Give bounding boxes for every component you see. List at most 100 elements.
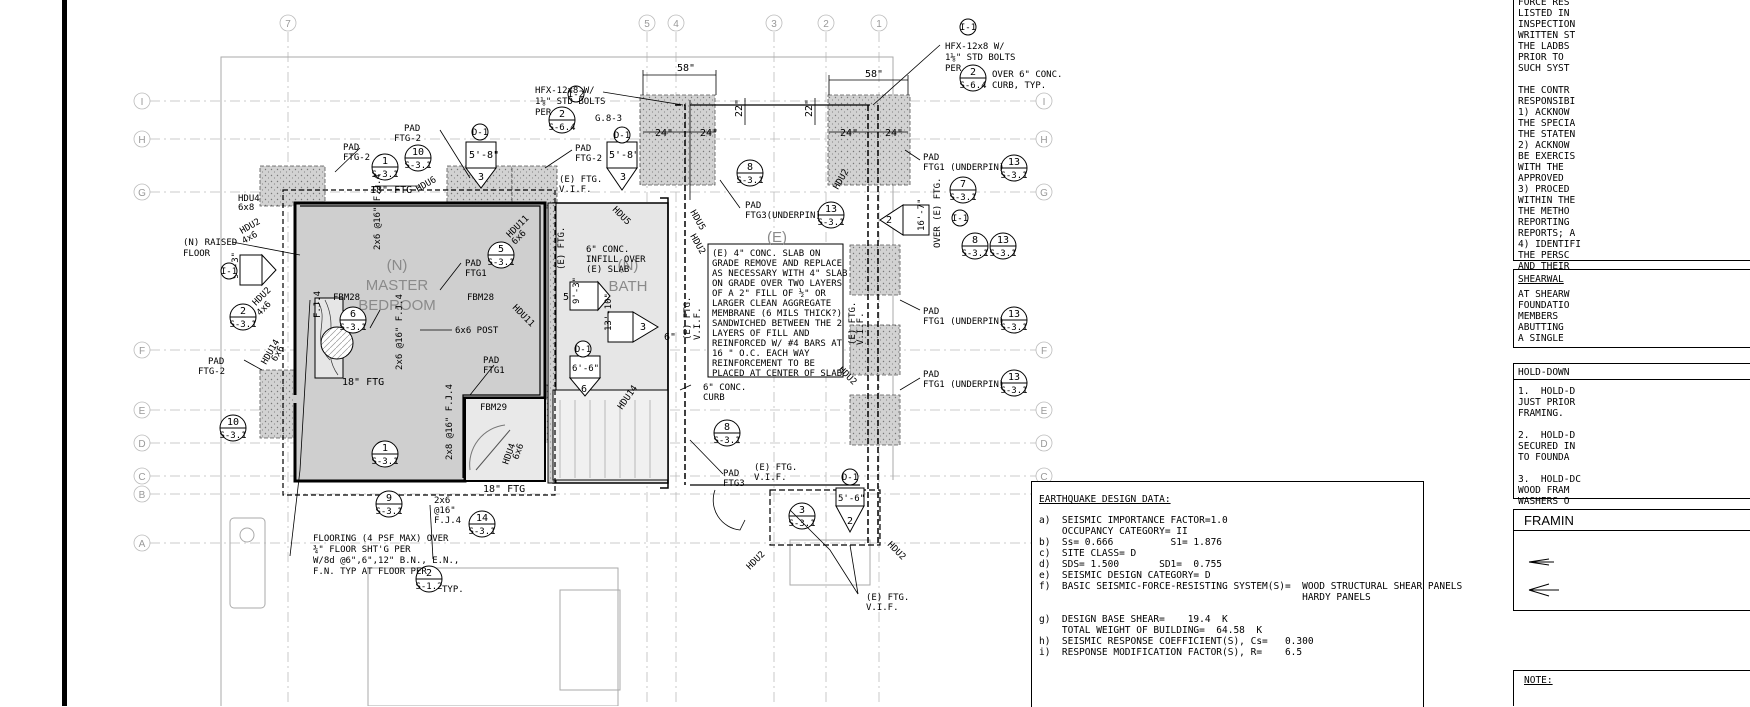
tag-i1-b: I-1: [221, 267, 237, 277]
grid-label-I-right: I: [1043, 97, 1046, 108]
grid-label-E-right: E: [1041, 406, 1048, 417]
grid-label-C-right: C: [1040, 472, 1047, 483]
notes-line: WITHIN THE: [1518, 195, 1576, 206]
pad-ftg2-c1: PAD: [575, 144, 591, 154]
note-block: NOTE:: [1513, 670, 1750, 706]
master-tag: (N): [387, 257, 408, 274]
holddown-line: 1. HOLD-D: [1518, 386, 1576, 397]
holddown-line: 3. HOLD-DC: [1518, 474, 1581, 485]
callout-sheet-ref: S-3.1: [1000, 171, 1027, 181]
grid-label-5: 5: [644, 19, 650, 30]
fbm29: FBM29: [480, 403, 507, 413]
callout-sheet-ref: S-3.1: [736, 176, 763, 186]
grid-label-G-right: G: [1040, 188, 1048, 199]
callout-sheet-ref: S-3.1: [219, 431, 246, 441]
eq-line: HARDY PANELS: [1039, 592, 1371, 603]
section-callout: 6S-3.1: [339, 306, 367, 334]
eq-line: f) BASIC SEISMIC-FORCE-RESISTING SYSTEM(…: [1039, 581, 1463, 592]
callout-sheet-ref: S-3.1: [404, 161, 431, 171]
grid-label-7: 7: [285, 19, 291, 30]
raised-floor-2: FLOOR: [183, 249, 211, 259]
grid-label-G: G: [138, 188, 146, 199]
conc-infill-2: INFILL OVER: [586, 255, 646, 265]
framing-arrows: [1528, 558, 1559, 597]
callout-sheet-ref: S-6.4: [959, 81, 986, 91]
dim-22-left: 22": [734, 99, 745, 117]
dim-18-ftg-mid: 18" FTG: [342, 377, 384, 388]
pad-under-c1: PAD: [923, 370, 939, 380]
grid-label-F: F: [139, 346, 145, 357]
callout-number: 13: [1008, 372, 1020, 383]
pad-under-b2: FTG1 (UNDERPIN): [923, 317, 1004, 327]
callout-sheet-ref: S-3.1: [1000, 323, 1027, 333]
callout-sheet-ref: S-3.1: [713, 436, 740, 446]
grid-label-A: A: [139, 539, 146, 550]
dim-9-3-a: 9'-3": [231, 252, 241, 279]
callout-number: 8: [724, 422, 730, 433]
callout-number: 9: [386, 493, 392, 504]
e-ftg-via-1: (E) FTG.: [559, 175, 602, 185]
section-callout: 1S-3.1: [371, 153, 399, 181]
notes-line: LISTED IN: [1518, 8, 1570, 19]
section-callout: 13S-3.1: [989, 232, 1017, 260]
pad-ftg2-d1: PAD: [208, 357, 224, 367]
holddown-line: 2. HOLD-D: [1518, 430, 1576, 441]
grid-label-H-right: H: [1040, 135, 1047, 146]
dim-18-ftg-top: 18" FTG: [370, 185, 412, 196]
e-ftg-v-d: (E) FTG.: [848, 302, 858, 345]
section-callout: 10S-3.1: [219, 414, 247, 442]
dim-5-8-left: 5'-8": [469, 150, 499, 161]
notes-line: THE LADBS: [1518, 41, 1570, 52]
dim-22-right: 22": [804, 99, 815, 117]
hfx-left-1: HFX-12x8 W/: [535, 86, 595, 96]
callout-number: 13: [997, 235, 1009, 246]
dim-24-a: 24": [655, 128, 673, 139]
callout-number: 2: [970, 67, 976, 78]
dim-6-6: 6'-6": [572, 364, 599, 374]
slab-note-10: 16 " O.C. EACH WAY: [712, 349, 810, 359]
e-ftg-via-2: V.I.F.: [559, 185, 592, 195]
joist-3: F.J.4: [434, 516, 461, 526]
holddown-line: WOOD FRAM: [1518, 485, 1570, 496]
dim-6: 6": [664, 332, 676, 343]
flooring-4: F.N. TYP AT FLOOR PER: [313, 567, 427, 577]
slab-note-9: REINFORCED W/ #4 BARS AT: [712, 339, 843, 349]
holddown-line: SECURED IN: [1518, 441, 1576, 452]
notes-line: THE CONTR: [1518, 85, 1570, 96]
fj-c: 2x8 @16" F.J.4: [445, 384, 455, 460]
section-callout: 2S-3.1: [229, 303, 257, 331]
holddown-line: JUST PRIOR: [1518, 397, 1576, 408]
section-callouts: 1S-3.110S-3.15S-3.12S-3.16S-3.110S-3.11S…: [219, 64, 1028, 593]
callout-number: 8: [747, 162, 753, 173]
hfx-left-2: 1⅛" STD BOLTS: [535, 97, 605, 107]
fbm28-b: FBM28: [467, 293, 494, 303]
dimension-lines: [375, 70, 909, 200]
hfx-left-3: PER: [535, 108, 552, 118]
grid-label-1: 1: [876, 19, 882, 30]
dim-16-7: 16'-7": [917, 198, 927, 231]
grid-label-D-right: D: [1040, 439, 1047, 450]
dim-58-left: 58": [677, 63, 695, 74]
eq-line: c) SITE CLASS= D: [1039, 548, 1137, 559]
g83-label: G.8-3: [595, 114, 622, 124]
hdu2g-label: HDU2: [885, 540, 907, 562]
callout-sheet-ref: S-1.2: [415, 582, 442, 592]
holddown-line: FRAMING.: [1518, 408, 1564, 419]
master-label-2: BEDROOM: [358, 297, 436, 314]
callout-sheet-ref: S-3.1: [949, 193, 976, 203]
notes-line: REPORTS; A: [1518, 228, 1576, 239]
bath-label: BATH: [609, 278, 648, 295]
callout-number: 7: [960, 179, 966, 190]
tag-3-b: 3: [620, 172, 626, 183]
pad-under-a2: FTG1 (UNDERPIN): [923, 163, 1004, 173]
joist-2: @16": [434, 506, 456, 516]
section-callout: 13S-3.1: [817, 201, 845, 229]
section-callout: 8S-3.1: [713, 419, 741, 447]
tag-2-a: 2: [847, 516, 853, 527]
conc-curb-1: 6" CONC.: [703, 383, 746, 393]
bath-tag: (N): [618, 257, 639, 274]
grid-label-C: C: [138, 472, 145, 483]
callout-sheet-ref: S-3.1: [339, 323, 366, 333]
callout-sheet-ref: S-3.1: [229, 320, 256, 330]
